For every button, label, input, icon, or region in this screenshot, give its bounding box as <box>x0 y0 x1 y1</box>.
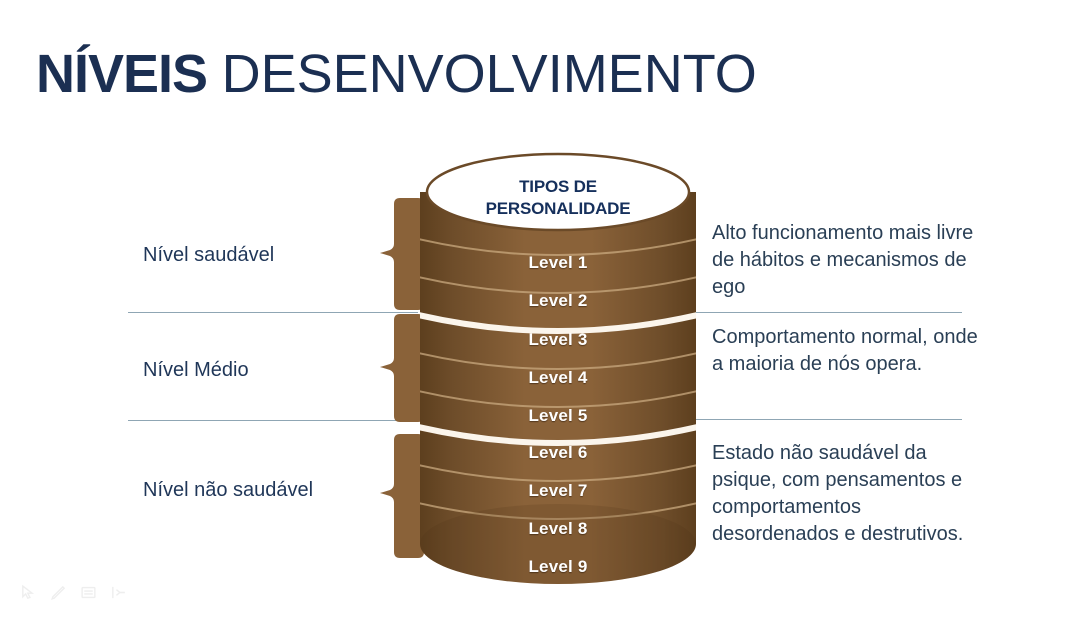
group-divider-left-1 <box>128 312 418 313</box>
group-description-saudavel: Alto funcionamento mais livre de hábitos… <box>712 222 974 298</box>
page-title: NÍVEIS DESENVOLVIMENTO <box>36 44 757 104</box>
personality-levels-cylinder: TIPOS DE PERSONALIDADE Level 1 Level 2 L… <box>420 152 696 584</box>
brace-icon <box>380 198 424 310</box>
page-title-strong: NÍVEIS <box>36 44 208 104</box>
group-description-medio: Comportamento normal, onde a maioria de … <box>712 326 978 375</box>
group-divider-left-2 <box>128 420 418 421</box>
group-divider-right-1 <box>690 312 962 313</box>
group-description-nao-saudavel: Estado não saudável da psique, com pensa… <box>712 442 964 545</box>
group-label-medio: Nível Médio <box>143 359 249 381</box>
brace-icon <box>380 314 424 422</box>
page-title-light: DESENVOLVIMENTO <box>221 44 757 104</box>
brace-bracket-medio <box>380 312 424 429</box>
brace-bracket-saudavel <box>380 196 424 317</box>
brace-bracket-nao-saudavel <box>380 432 424 565</box>
pointer-icon[interactable] <box>20 584 37 601</box>
menu-icon[interactable] <box>80 584 97 601</box>
annotation-toolbar[interactable] <box>20 584 127 601</box>
group-label-nao-saudavel: Nível não saudável <box>143 479 314 501</box>
cylinder-graphic <box>420 152 696 584</box>
group-divider-right-2 <box>690 419 962 420</box>
present-icon[interactable] <box>110 584 127 601</box>
group-label-saudavel: Nível saudável <box>143 244 275 266</box>
pen-icon[interactable] <box>50 584 67 601</box>
brace-icon <box>380 434 424 558</box>
